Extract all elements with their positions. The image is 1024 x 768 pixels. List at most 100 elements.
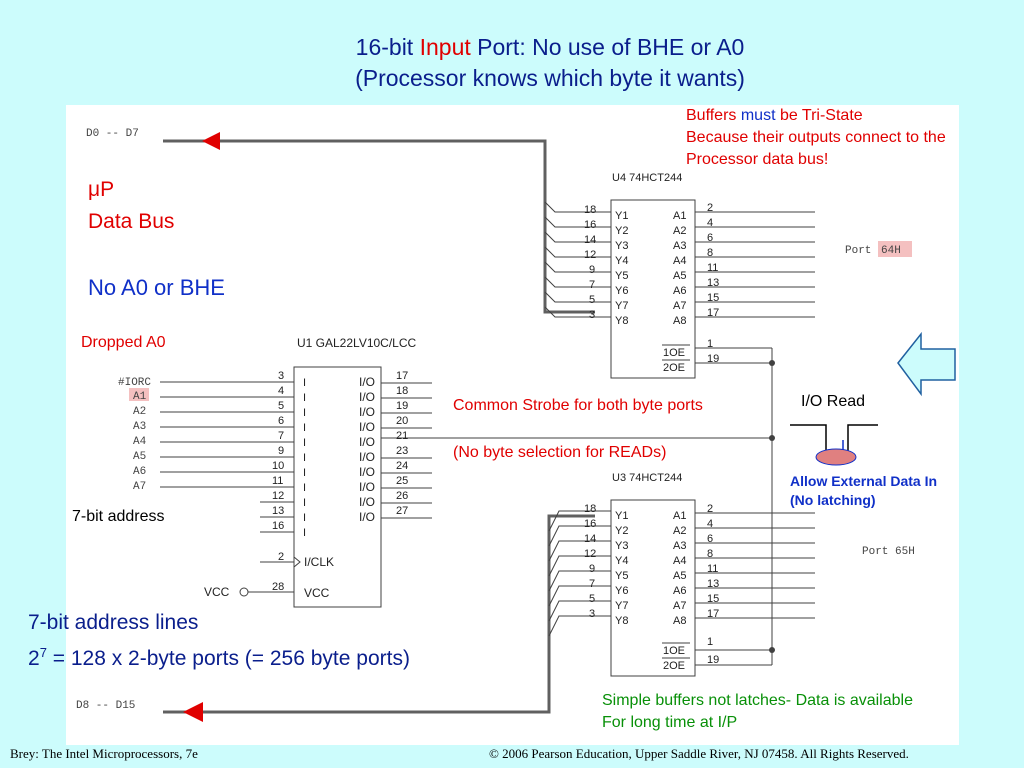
vcc-external-label: VCC bbox=[204, 585, 230, 599]
clk-pin-label: I/CLK bbox=[304, 555, 334, 569]
u4-y-label: Y7 bbox=[615, 300, 628, 312]
u3-pin-right: 11 bbox=[707, 563, 718, 575]
u3-pin-left: 12 bbox=[584, 548, 596, 560]
u3-a-label: A2 bbox=[673, 525, 686, 537]
u3-y-label: Y1 bbox=[615, 510, 628, 522]
gal-input-label: A6 bbox=[133, 466, 146, 478]
u4-pin-left: 18 bbox=[584, 204, 596, 216]
footer-left: Brey: The Intel Microprocessors, 7e bbox=[10, 746, 198, 761]
gal-in-label: I bbox=[303, 482, 306, 494]
u4-chip bbox=[610, 199, 696, 379]
u3-pin-left: 5 bbox=[589, 593, 595, 605]
u1-chip bbox=[293, 366, 382, 608]
tristate-line-1: Buffers must be Tri-State bbox=[686, 107, 863, 124]
gal-input-label: A3 bbox=[133, 421, 146, 433]
gal-in-label: I bbox=[303, 377, 306, 389]
gal-pin-right: 25 bbox=[396, 475, 408, 487]
gal-pin-left: 13 bbox=[272, 505, 284, 517]
bus-fanout-u4 bbox=[544, 201, 611, 318]
u3-y-label: Y6 bbox=[615, 585, 628, 597]
port-high-number: 64H bbox=[881, 245, 901, 257]
title-prefix: 16-bit bbox=[355, 34, 420, 60]
tristate-note: Buffers must be Tri-State Because their … bbox=[686, 105, 946, 171]
simple-buffers-line-2: For long time at I/P bbox=[602, 714, 738, 731]
u4-oe-pin: 19 bbox=[707, 353, 719, 365]
gal-input-label: A4 bbox=[133, 436, 147, 448]
input-arrow-icon bbox=[897, 331, 956, 397]
u3-y-label: Y4 bbox=[615, 555, 628, 567]
u3-pin-left: 7 bbox=[589, 578, 595, 590]
gal-out-label: I/O bbox=[359, 450, 375, 464]
u4-a-label: A8 bbox=[673, 315, 686, 327]
gal-pin-left: 16 bbox=[272, 520, 284, 532]
u4-a-label: A4 bbox=[673, 255, 686, 267]
gal-in-label: I bbox=[303, 437, 306, 449]
tristate-line-2: Because their outputs connect to the bbox=[686, 129, 946, 146]
u4-pin-right: 4 bbox=[707, 217, 713, 229]
u3-pin-right: 6 bbox=[707, 533, 713, 545]
u4-pin-right: 6 bbox=[707, 232, 713, 244]
u4-a-label: A7 bbox=[673, 300, 686, 312]
gal-out-label: I/O bbox=[359, 435, 375, 449]
u3-pin-left: 18 bbox=[584, 503, 596, 515]
u4-y-label: Y3 bbox=[615, 240, 628, 252]
title-line-1: 16-bit Input Port: No use of BHE or A0 bbox=[0, 34, 1024, 61]
gal-pin-left: 9 bbox=[278, 445, 284, 457]
u3-a-label: A4 bbox=[673, 555, 686, 567]
u4-pin-right: 8 bbox=[707, 247, 713, 259]
bus-low-label: D0 -- D7 bbox=[86, 128, 139, 140]
u1-label: U1 GAL22LV10C/LCC bbox=[297, 336, 417, 350]
dropped-a0-note: Dropped A0 bbox=[81, 334, 166, 351]
allow-external-line-2: (No latching) bbox=[790, 492, 876, 508]
dropped-a1-highlight bbox=[129, 388, 149, 401]
gal-pin-left: 10 bbox=[272, 460, 284, 472]
io-read-pad bbox=[815, 448, 857, 466]
clk-marker bbox=[293, 556, 301, 568]
u4-a-label: A5 bbox=[673, 270, 686, 282]
u4-a-label: A1 bbox=[673, 210, 686, 222]
u3-pin-right: 8 bbox=[707, 548, 713, 560]
gal-pin-left: 5 bbox=[278, 400, 284, 412]
no-byte-selection-note: (No byte selection for READs) bbox=[453, 444, 667, 461]
u3-a-label: A6 bbox=[673, 585, 686, 597]
u3-oe-pin: 19 bbox=[707, 654, 719, 666]
gal-out-label: I/O bbox=[359, 375, 375, 389]
gal-input-label: A2 bbox=[133, 406, 146, 418]
u4-a-label: A3 bbox=[673, 240, 686, 252]
gal-pin-left: 7 bbox=[278, 430, 284, 442]
u4-y-label: Y5 bbox=[615, 270, 628, 282]
gal-input-label: A1 bbox=[133, 391, 147, 403]
data-bus-label: Data Bus bbox=[88, 210, 175, 233]
u4-pin-right: 13 bbox=[707, 277, 719, 289]
gal-pin-left: 12 bbox=[272, 490, 284, 502]
gal-pin-right: 18 bbox=[396, 385, 408, 397]
bus-low-arrow bbox=[202, 132, 220, 150]
u4-pin-left: 9 bbox=[589, 264, 595, 276]
u1-input-wires bbox=[160, 381, 294, 593]
u3-pin-left: 14 bbox=[584, 533, 596, 545]
u4-pin-right: 15 bbox=[707, 292, 719, 304]
footer-right: © 2006 Pearson Education, Upper Saddle R… bbox=[489, 746, 909, 761]
title-line-2: (Processor knows which byte it wants) bbox=[355, 65, 745, 91]
u3-y-label: Y8 bbox=[615, 615, 628, 627]
bus-high-wire bbox=[163, 514, 595, 714]
gal-pin-right: 19 bbox=[396, 400, 408, 412]
u4-a-label: A6 bbox=[673, 285, 686, 297]
gal-input-label: #IORC bbox=[118, 377, 151, 389]
gal-out-label: I/O bbox=[359, 405, 375, 419]
gal-in-label: I bbox=[303, 392, 306, 404]
up-label: μP bbox=[88, 178, 115, 201]
clk-pin-number: 2 bbox=[278, 551, 284, 563]
io-read-switch bbox=[790, 424, 878, 455]
gal-in-label: I bbox=[303, 467, 306, 479]
u3-pin-left: 16 bbox=[584, 518, 596, 530]
gal-pin-right: 21 bbox=[396, 430, 408, 442]
u4-pin-right: 17 bbox=[707, 307, 719, 319]
allow-external-note: Allow External Data In (No latching) bbox=[790, 472, 937, 510]
u3-pin-left: 9 bbox=[589, 563, 595, 575]
gal-in-label: I bbox=[303, 497, 306, 509]
vcc-pin-number: 28 bbox=[272, 581, 284, 593]
u3-a-label: A5 bbox=[673, 570, 686, 582]
vcc-terminal bbox=[239, 587, 249, 597]
simple-buffers-note: Simple buffers not latches- Data is avai… bbox=[602, 690, 913, 734]
